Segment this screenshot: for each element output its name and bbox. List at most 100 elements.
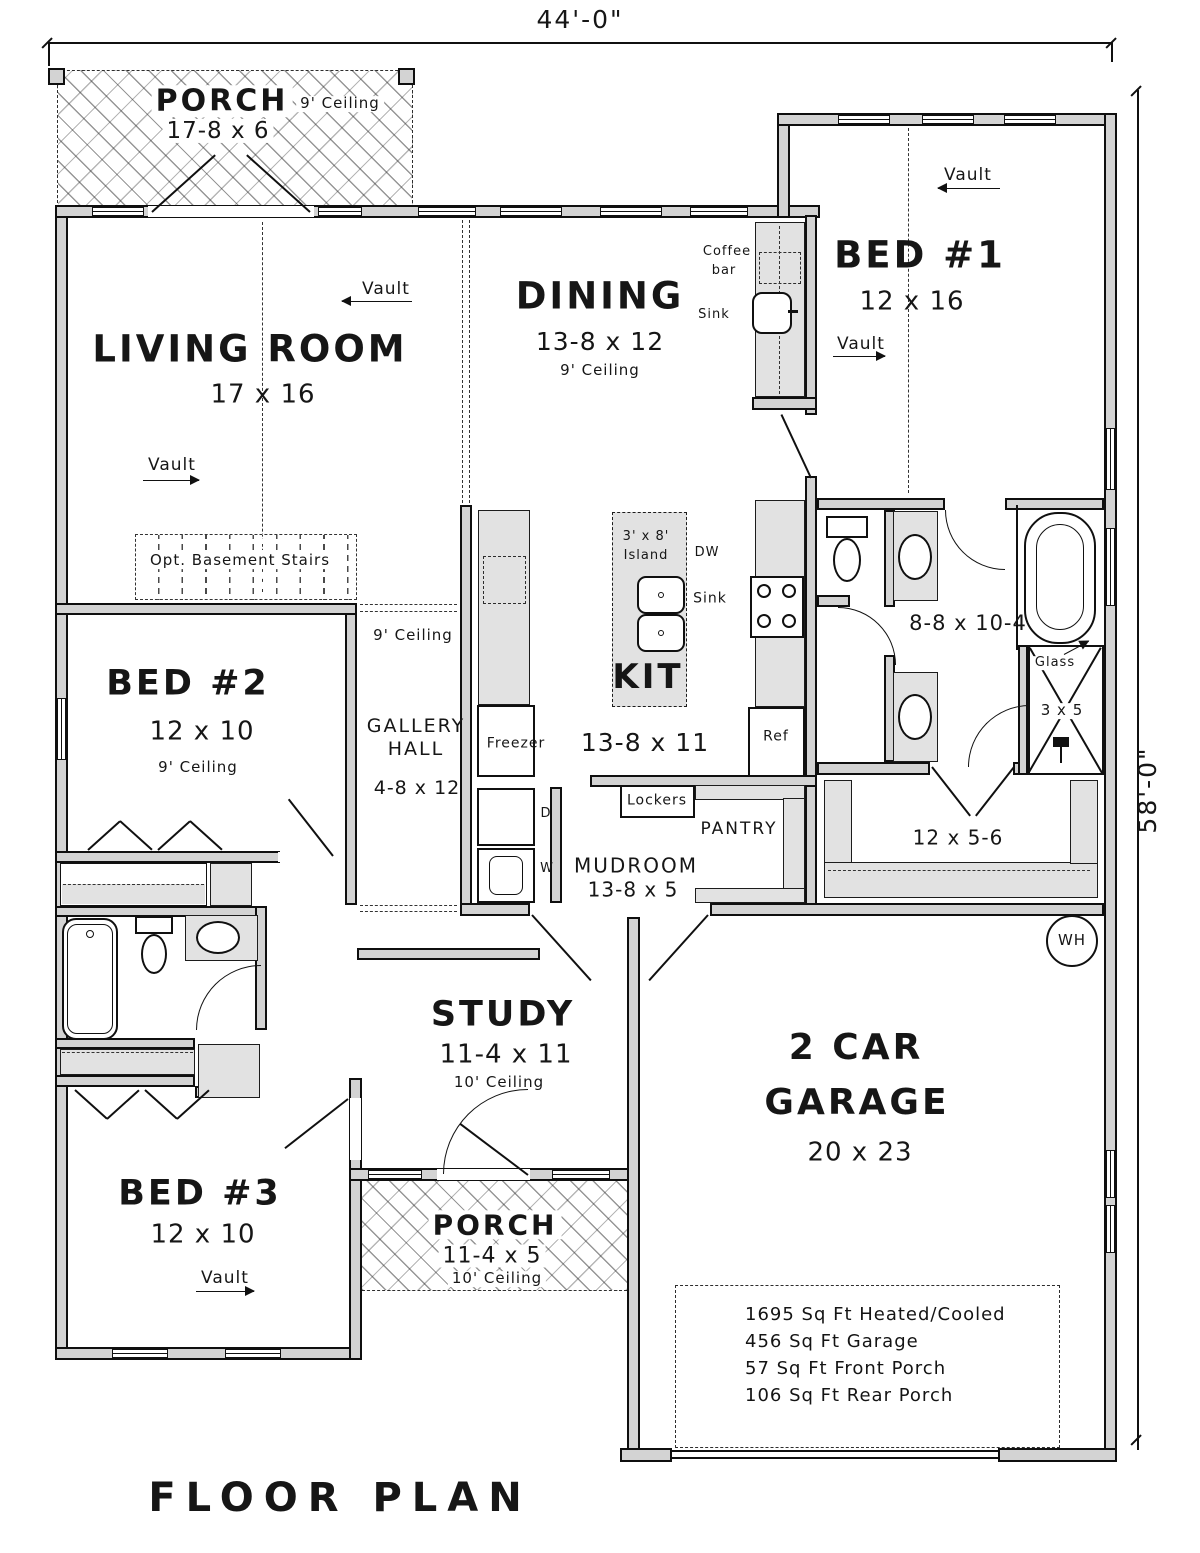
closet-rod	[828, 870, 1090, 871]
freezer-label: Freezer	[486, 735, 546, 752]
closet-rod	[62, 1052, 193, 1053]
gallery-name: HALL	[387, 738, 445, 761]
vault-ridge-bed1	[908, 128, 909, 493]
wall-garage-bottom	[620, 1448, 672, 1462]
bed1-name: BED #1	[834, 233, 1006, 277]
lavatory-sink-icon	[898, 534, 932, 580]
bifold-door	[176, 1089, 210, 1120]
door-swing	[968, 705, 1030, 767]
study-ceiling: 10' Ceiling	[453, 1073, 545, 1092]
bed2-size: 12 x 10	[149, 716, 255, 747]
vault-ridge-living	[262, 222, 263, 597]
wall-mudroom-bottom	[460, 903, 530, 916]
kitchen-sink-icon	[637, 614, 685, 652]
window	[1106, 1205, 1115, 1253]
window	[57, 698, 66, 760]
dimension-extension	[1111, 42, 1113, 62]
dimension-tick	[1130, 1434, 1142, 1446]
washer-label: W	[540, 861, 554, 877]
island-label: 3' x 8'	[622, 529, 670, 545]
dimension-line-right	[1137, 90, 1139, 1450]
tub-drain	[86, 930, 94, 938]
vault-label: Vault	[201, 1268, 249, 1289]
door-opening-front	[148, 206, 314, 217]
window	[1106, 428, 1115, 490]
sink-drain	[658, 630, 664, 636]
bifold-door	[74, 1089, 108, 1120]
water-heater-icon	[1046, 915, 1098, 967]
bathtub-basin-icon	[1036, 524, 1084, 630]
coffee-bar-sink-label: Sink	[698, 307, 730, 323]
dryer-label: D	[540, 806, 552, 822]
bar-faucet-icon	[788, 310, 798, 313]
wall-closet-top	[817, 762, 930, 775]
closet-shelf	[62, 884, 205, 904]
garage-name: GARAGE	[764, 1082, 950, 1124]
pantry-shelf	[695, 888, 805, 903]
porch-post	[48, 68, 65, 85]
bed2-ceiling: 9' Ceiling	[158, 758, 238, 777]
sqft-notes: 1695 Sq Ft Heated/Cooled 456 Sq Ft Garag…	[745, 1301, 1045, 1409]
wall-gallery-right	[460, 505, 472, 905]
window	[418, 207, 476, 216]
closet-shelf	[60, 1049, 195, 1075]
pantry-label: PANTRY	[700, 819, 778, 840]
wall-exterior-right	[1104, 113, 1117, 1462]
closet-shelf	[824, 862, 1098, 898]
vault-arrow	[833, 351, 886, 361]
vault-label: Vault	[837, 334, 885, 355]
wall-hall-study-top	[357, 948, 540, 960]
vault-arrow	[937, 183, 1000, 193]
wall-bath-stub	[817, 595, 850, 607]
wall-garage-left	[627, 917, 640, 1450]
closet-small	[210, 863, 252, 906]
window	[1106, 1150, 1115, 1198]
porch-post	[398, 68, 415, 85]
living-room-size: 17 x 16	[210, 379, 316, 410]
bathtub-basin-icon	[67, 924, 113, 1034]
window	[92, 207, 144, 216]
wall-hallbath-bottom	[55, 1038, 195, 1049]
burner-icon	[782, 614, 796, 628]
toilet-bowl-icon	[833, 538, 861, 582]
refrigerator-icon	[748, 707, 805, 777]
coffee-bar-label: Coffee	[702, 244, 752, 260]
bifold-door	[87, 820, 121, 851]
dimension-height-label: 58'-0"	[1132, 746, 1162, 834]
dimension-line-top	[48, 42, 1113, 44]
water-heater-label: WH	[1057, 931, 1087, 950]
kitchen-name: KIT	[612, 657, 684, 698]
closet-rod	[63, 884, 204, 885]
wall-bed3-bottom	[55, 1347, 362, 1360]
window	[368, 1170, 422, 1179]
front-porch-size: 17-8 x 6	[162, 119, 274, 143]
bar-sink-icon	[752, 292, 792, 334]
window	[112, 1349, 168, 1358]
cased-opening-gallery	[360, 905, 457, 906]
wall-exterior-left	[55, 205, 68, 1360]
cased-opening-gallery	[360, 604, 457, 605]
front-porch-name: PORCH	[151, 85, 293, 117]
garage-door-sill	[672, 1450, 998, 1452]
gallery-ceiling: 9' Ceiling	[373, 626, 453, 645]
door-leaf	[931, 766, 971, 817]
bifold-door	[189, 820, 223, 851]
wall-bath-top	[817, 498, 945, 510]
coffee-bar-upper-cabinet	[759, 252, 801, 284]
page-title: FLOOR PLAN	[148, 1475, 532, 1521]
shower-size-label: 3 x 5	[1038, 701, 1086, 720]
wall-gallery-left	[345, 603, 357, 905]
pantry-shelf	[695, 785, 805, 800]
rear-porch-size: 11-4 x 5	[438, 1244, 546, 1268]
bifold-door	[157, 820, 191, 851]
closet-size: 12 x 5-6	[912, 825, 1004, 850]
door-leaf	[780, 414, 812, 479]
wall-bed1-step	[777, 113, 790, 218]
dimension-extension	[48, 42, 50, 66]
study-size: 11-4 x 11	[439, 1039, 573, 1070]
rear-porch-name: PORCH	[428, 1210, 562, 1240]
mudroom-name: MUDROOM	[574, 853, 698, 878]
kitchen-counter-left	[478, 510, 530, 705]
burner-icon	[782, 584, 796, 598]
